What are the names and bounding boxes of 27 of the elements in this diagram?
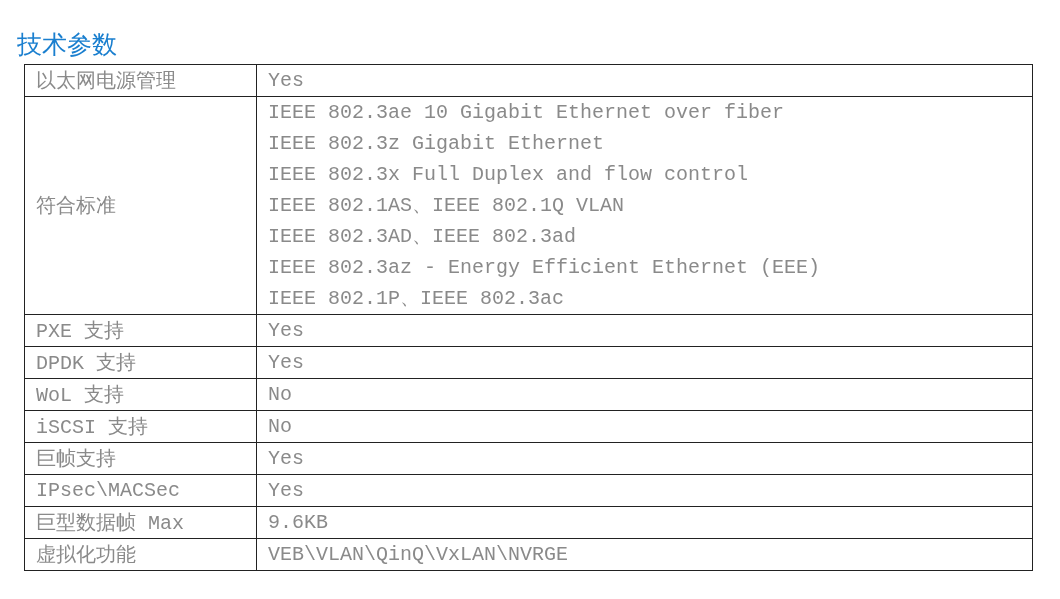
parameter-value: Yes	[268, 68, 305, 94]
parameter-name: IPsec\MACSec	[36, 479, 181, 502]
standard-item: IEEE 802.1AS、IEEE 802.1Q VLAN	[268, 193, 626, 219]
parameter-value: No	[268, 414, 293, 440]
standard-item: IEEE 802.3z Gigabit Ethernet	[268, 131, 606, 157]
standard-item: IEEE 802.3az - Energy Efficient Ethernet (EEE)	[268, 255, 822, 281]
parameter-name: 虚拟化功能	[36, 544, 136, 567]
standard-item: IEEE 802.3AD、IEEE 802.3ad	[268, 224, 578, 250]
standard-item: IEEE 802.1P、IEEE 802.3ac	[268, 286, 566, 312]
parameter-name: 以太网电源管理	[36, 70, 176, 93]
parameter-value: 9.6KB	[268, 510, 329, 536]
standard-item: IEEE 802.3ae 10 Gigabit Ethernet over fiber	[268, 100, 786, 126]
parameter-name: 巨型数据帧 Max	[36, 512, 184, 535]
parameter-value: No	[268, 382, 293, 408]
parameter-name: WoL 支持	[36, 384, 124, 407]
parameter-name: 符合标准	[36, 195, 116, 218]
parameter-value: Yes	[268, 318, 305, 344]
standard-item: IEEE 802.3x Full Duplex and flow control	[268, 162, 750, 188]
parameter-value: Yes	[268, 446, 305, 472]
title: 技术参数	[17, 29, 117, 61]
parameter-value: Yes	[268, 478, 305, 504]
parameter-name: iSCSI 支持	[36, 416, 148, 439]
parameter-value: VEB\VLAN\QinQ\VxLAN\NVRGE	[268, 542, 570, 568]
parameter-value: Yes	[268, 350, 305, 376]
parameter-name: PXE 支持	[36, 320, 124, 343]
parameter-name: 巨帧支持	[36, 448, 116, 471]
parameter-name: DPDK 支持	[36, 352, 136, 375]
